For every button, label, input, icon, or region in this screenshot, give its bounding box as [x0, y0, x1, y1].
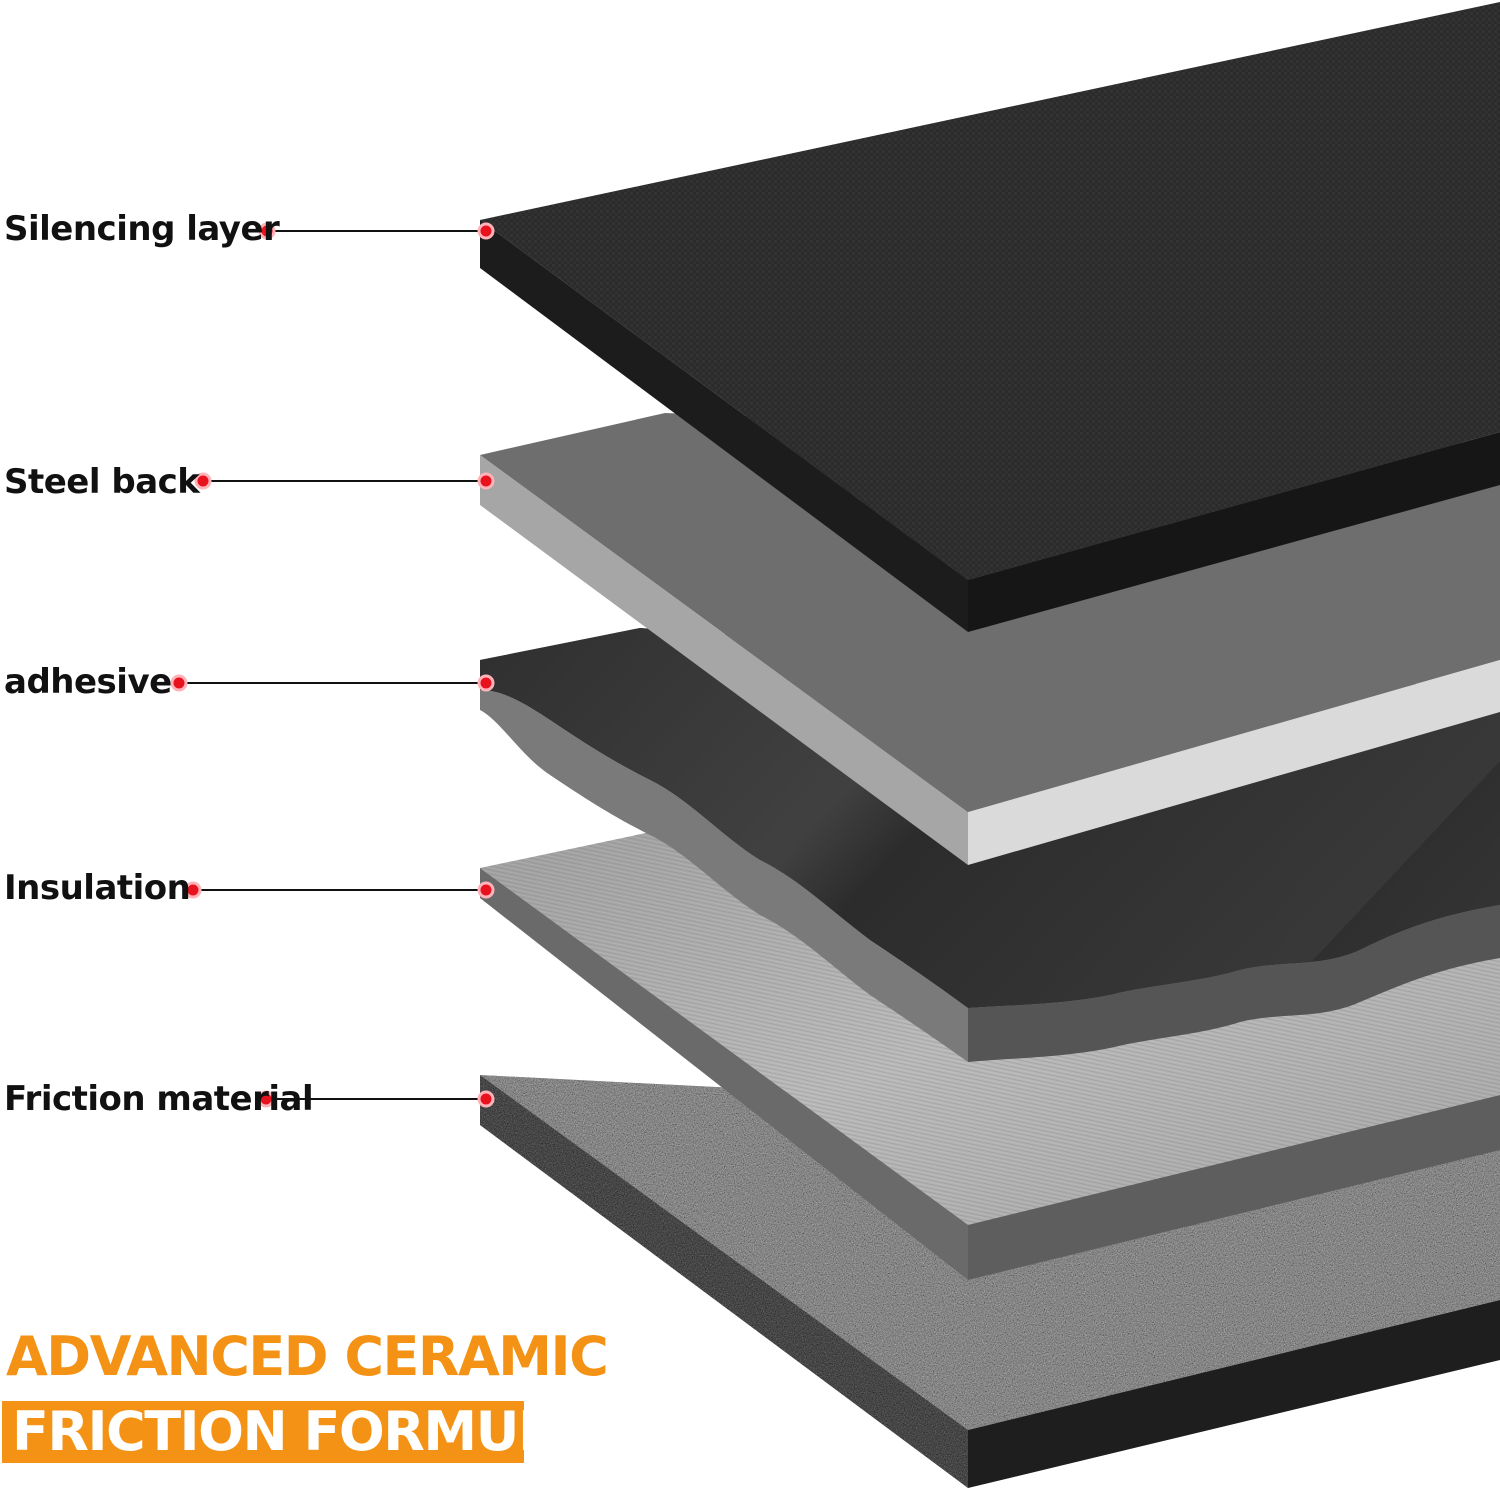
layer-label-silencing: Silencing layer — [4, 209, 280, 249]
marker-dot — [184, 881, 202, 899]
subheadline: FRICTION FORMULA — [12, 1400, 593, 1463]
marker-dot — [477, 674, 495, 692]
marker-dot — [477, 881, 495, 899]
marker-dot — [257, 1090, 275, 1108]
marker-dot — [170, 674, 188, 692]
subheadline-banner: FRICTION FORMULA — [2, 1401, 593, 1463]
marker-dots — [170, 222, 495, 1108]
marker-dot — [194, 472, 212, 490]
leader-lines — [179, 230, 486, 1100]
layer-label-adhesive: adhesive — [4, 662, 172, 702]
silencing-layer — [480, 2, 1500, 632]
marker-dot — [477, 1090, 495, 1108]
marker-dot — [477, 472, 495, 490]
layer-label-insulation: Insulation — [4, 868, 191, 908]
marker-dot — [258, 222, 276, 240]
marker-dot — [477, 222, 495, 240]
layer-label-steel-back: Steel back — [4, 462, 200, 502]
headline: ADVANCED CERAMIC — [6, 1325, 609, 1388]
layer-label-friction: Friction material — [4, 1079, 314, 1119]
